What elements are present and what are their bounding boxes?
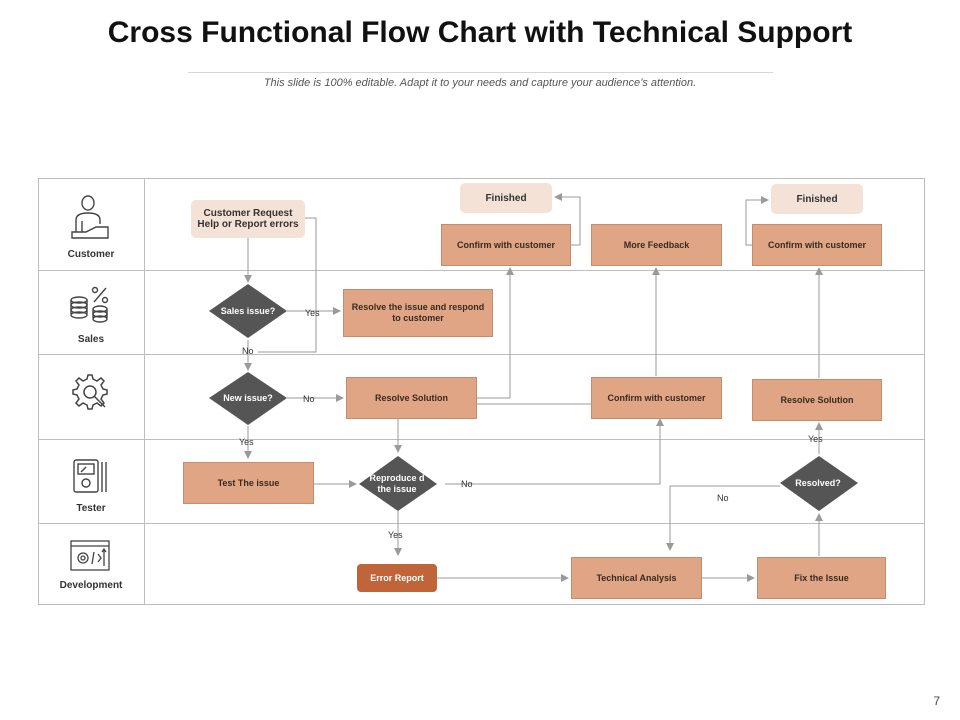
- node-confirm-customer-2: Confirm with customer: [752, 224, 882, 266]
- swimlane-grid: [38, 178, 925, 605]
- lane-label-development: Development: [59, 580, 123, 591]
- node-error-report: Error Report: [357, 564, 437, 592]
- diamond-resolved: [780, 456, 858, 511]
- customer-icon: [71, 195, 109, 239]
- connector: [445, 418, 664, 485]
- connector: [554, 193, 581, 246]
- diamond-new-issue: [209, 372, 287, 425]
- node-resolve-respond: Resolve the issue and respond to custome…: [343, 289, 493, 337]
- edge-label-new-no: No: [303, 394, 315, 404]
- lane-divider: [38, 439, 925, 440]
- node-test-issue: Test The issue: [183, 462, 314, 504]
- label-new-issue: New issue?: [223, 392, 273, 403]
- node-confirm-customer-3: Confirm with customer: [591, 377, 722, 419]
- node-resolve-solution-1: Resolve Solution: [346, 377, 477, 419]
- connector: [477, 267, 514, 399]
- node-finished-1: Finished: [460, 183, 552, 213]
- lane-label-tester: Tester: [76, 503, 106, 514]
- label-reproduce-issue: Reproduce d the issue: [369, 473, 425, 494]
- edge-label-sales-no: No: [242, 346, 254, 356]
- connector: [258, 217, 317, 353]
- edge-label-resolved-no: No: [717, 493, 729, 503]
- node-fix-issue: Fix the Issue: [757, 557, 886, 599]
- lane-divider: [38, 523, 925, 524]
- node-customer-request: Customer Request Help or Report errors: [191, 200, 305, 238]
- edge-label-resolved-yes: Yes: [808, 434, 823, 444]
- node-finished-2: Finished: [771, 184, 863, 214]
- node-technical-analysis: Technical Analysis: [571, 557, 702, 599]
- lane-label-customer: Customer: [67, 249, 115, 260]
- diamond-sales-issue: [209, 284, 287, 338]
- lane-divider: [38, 270, 925, 271]
- node-resolve-solution-2: Resolve Solution: [752, 379, 882, 421]
- page-number: 7: [933, 694, 940, 708]
- coins-percent-icon: [70, 286, 109, 323]
- edge-label-sales-yes: Yes: [305, 308, 320, 318]
- page-title: Cross Functional Flow Chart with Technic…: [107, 16, 853, 49]
- edge-label-reproduce-no: No: [461, 479, 473, 489]
- diamond-reproduce-issue: [359, 456, 437, 511]
- label-sales-issue: Sales issue?: [220, 305, 276, 316]
- lane-label-sales: Sales: [77, 334, 105, 345]
- edge-label-new-yes: Yes: [239, 437, 254, 447]
- connector: [666, 485, 780, 551]
- node-confirm-customer-1: Confirm with customer: [441, 224, 571, 266]
- title-divider: [188, 72, 773, 73]
- node-more-feedback: More Feedback: [591, 224, 722, 266]
- lane-divider: [38, 354, 925, 355]
- multimeter-icon: [73, 459, 107, 493]
- label-resolved: Resolved?: [795, 477, 841, 488]
- gear-wrench-icon: [72, 374, 108, 410]
- code-window-icon: [70, 540, 110, 571]
- connector: [745, 196, 769, 246]
- lane-label-divider: [144, 178, 145, 605]
- page-subtitle: This slide is 100% editable. Adapt it to…: [263, 77, 697, 89]
- edge-label-reproduce-yes: Yes: [388, 530, 403, 540]
